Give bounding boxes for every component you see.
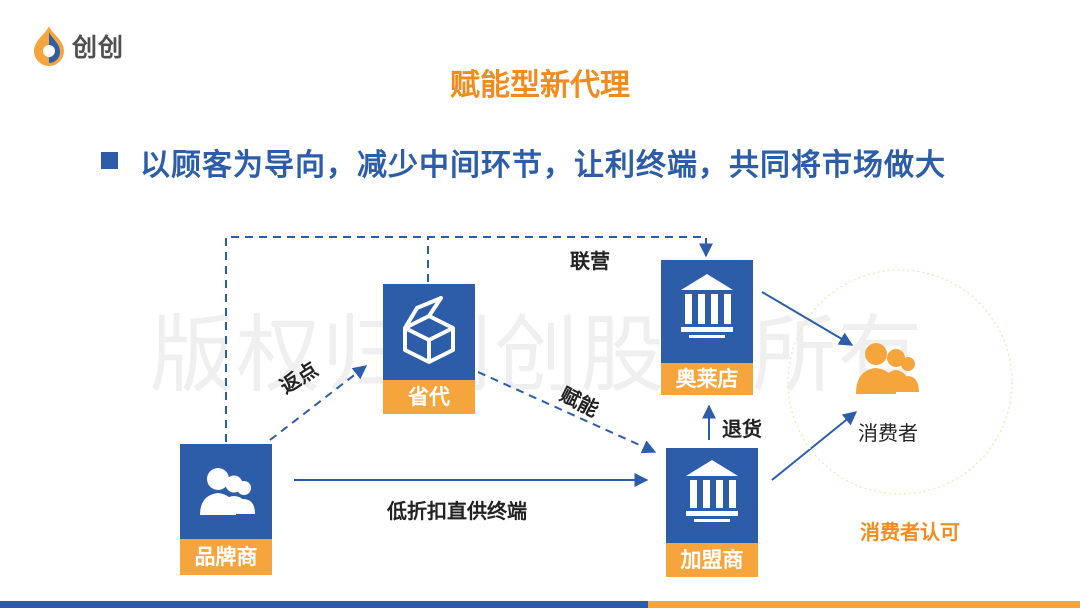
province-node	[383, 284, 475, 380]
empower-arrow	[477, 371, 657, 454]
bank-icon	[686, 460, 738, 522]
consumer-circle	[787, 269, 1013, 495]
logo-mark	[30, 24, 68, 66]
box-icon	[403, 296, 455, 364]
people-icon	[200, 468, 255, 515]
consumer-approval-note: 消费者认可	[860, 520, 960, 544]
consumer-label: 消费者	[858, 421, 918, 445]
outlet-label: 奥莱店	[661, 363, 753, 395]
rebate-arrow	[269, 365, 368, 441]
bank-icon	[681, 274, 733, 338]
franchise-label: 加盟商	[666, 543, 758, 577]
province-label: 省代	[383, 380, 475, 414]
outlet-consumer-arrow	[761, 291, 854, 346]
bottom-bar	[0, 601, 1080, 608]
logo-text: 创创	[72, 33, 125, 62]
franchise-node	[666, 448, 758, 543]
bullet-square	[101, 152, 118, 169]
direct-supply-label: 低折扣直供终端	[387, 499, 527, 523]
brand-node	[180, 444, 272, 539]
subtitle: 以顾客为导向，减少中间环节，让利终端，共同将市场做大	[140, 148, 946, 183]
watermark: 版权归创创股份所有	[150, 306, 925, 404]
brand-label: 品牌商	[180, 539, 272, 575]
return-label: 退货	[722, 417, 762, 441]
joint-label: 联营	[570, 249, 610, 273]
outlet-node	[661, 260, 753, 363]
franchise-consumer-arrow	[771, 411, 858, 481]
consumer-icon	[848, 340, 926, 400]
page-title: 赋能型新代理	[450, 68, 630, 103]
joint-connector	[225, 236, 713, 442]
